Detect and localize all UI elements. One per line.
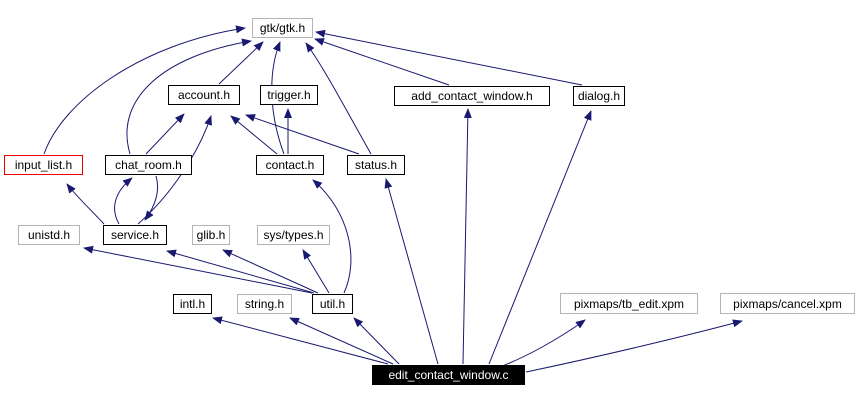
node-label: pixmaps/tb_edit.xpm [573, 296, 685, 311]
node-label: status.h [354, 158, 398, 172]
node-label: account.h [177, 88, 231, 102]
node-unistd-h[interactable]: unistd.h [18, 225, 80, 245]
edge-service_h-to-chat_room_h [114, 177, 133, 225]
edge-chat_room_h-to-gtk_gtk_h [126, 38, 252, 155]
node-label: edit_contact_window.c [388, 368, 509, 382]
edge-add_contact_window_h-to-gtk_gtk_h [314, 38, 450, 86]
node-dialog-h[interactable]: dialog.h [573, 86, 625, 106]
node-input-list-h[interactable]: input_list.h [4, 155, 83, 175]
edge-status_h-to-account_h [245, 114, 360, 155]
edge-edit_contact_window_c-to-dialog_h [488, 110, 592, 365]
edge-edit_contact_window_c-to-string_h [289, 317, 394, 365]
node-label: string.h [244, 297, 285, 311]
node-label: input_list.h [14, 158, 73, 172]
edge-edit_contact_window_c-to-status_h [384, 178, 439, 365]
node-label: unistd.h [27, 228, 71, 242]
node-edit-contact-window-c[interactable]: edit_contact_window.c [372, 365, 525, 385]
edge-chat_room_h-to-service_h [144, 175, 159, 221]
node-label: chat_room.h [115, 158, 182, 172]
edge-edit_contact_window_c-to-add_contact_window_h [462, 108, 472, 365]
node-label: contact.h [265, 158, 315, 172]
edge-account_h-to-gtk_gtk_h [218, 41, 264, 85]
node-label: sys/types.h [263, 228, 324, 242]
node-label: glib.h [196, 228, 226, 242]
edge-edit_contact_window_c-to-pixmaps_cancel_xpm [525, 319, 743, 373]
node-label: dialog.h [577, 89, 621, 103]
node-label: trigger.h [267, 88, 311, 102]
node-label: util.h [319, 297, 346, 311]
node-account-h[interactable]: account.h [168, 85, 240, 105]
edge-edit_contact_window_c-to-intl_h [212, 316, 389, 365]
edge-util_h-to-glib_h [222, 249, 319, 294]
edge-input_list_h-to-gtk_gtk_h [43, 25, 246, 155]
node-glib-h[interactable]: glib.h [192, 225, 230, 245]
node-label: gtk/gtk.h [259, 21, 306, 35]
node-pixmaps-tb-edit-xpm[interactable]: pixmaps/tb_edit.xpm [560, 293, 698, 314]
node-string-h[interactable]: string.h [237, 294, 292, 314]
node-chat-room-h[interactable]: chat_room.h [105, 155, 192, 175]
node-label: add_contact_window.h [411, 89, 533, 103]
node-label: pixmaps/cancel.xpm [733, 296, 842, 311]
edge-util_h-to-contact_h [312, 179, 352, 294]
edge-contact_h-to-account_h [230, 115, 278, 155]
node-sys-types-h[interactable]: sys/types.h [257, 225, 330, 245]
node-label: service.h [110, 228, 160, 242]
node-util-h[interactable]: util.h [312, 294, 353, 314]
edge-util_h-to-unistd_h [83, 245, 313, 294]
node-label: intl.h [179, 297, 206, 311]
edge-chat_room_h-to-account_h [145, 113, 185, 155]
node-status-h[interactable]: status.h [347, 155, 405, 175]
edge-util_h-to-service_h [166, 249, 315, 294]
edge-util_h-to-sys_types_h [302, 249, 330, 294]
node-add-contact-window-h[interactable]: add_contact_window.h [394, 86, 550, 106]
node-trigger-h[interactable]: trigger.h [260, 85, 318, 105]
edge-service_h-to-input_list_h [66, 183, 105, 225]
edge-edit_contact_window_c-to-util_h [353, 317, 400, 365]
edge-edit_contact_window_c-to-pixmaps_tb_edit_xpm [496, 319, 586, 369]
node-contact-h[interactable]: contact.h [256, 155, 324, 175]
node-gtk-gtk-h[interactable]: gtk/gtk.h [252, 18, 313, 38]
node-service-h[interactable]: service.h [103, 225, 167, 245]
edge-status_h-to-gtk_gtk_h [305, 42, 372, 155]
edge-dialog_h-to-gtk_gtk_h [315, 29, 583, 86]
node-intl-h[interactable]: intl.h [173, 294, 212, 314]
node-pixmaps-cancel-xpm[interactable]: pixmaps/cancel.xpm [720, 293, 855, 314]
